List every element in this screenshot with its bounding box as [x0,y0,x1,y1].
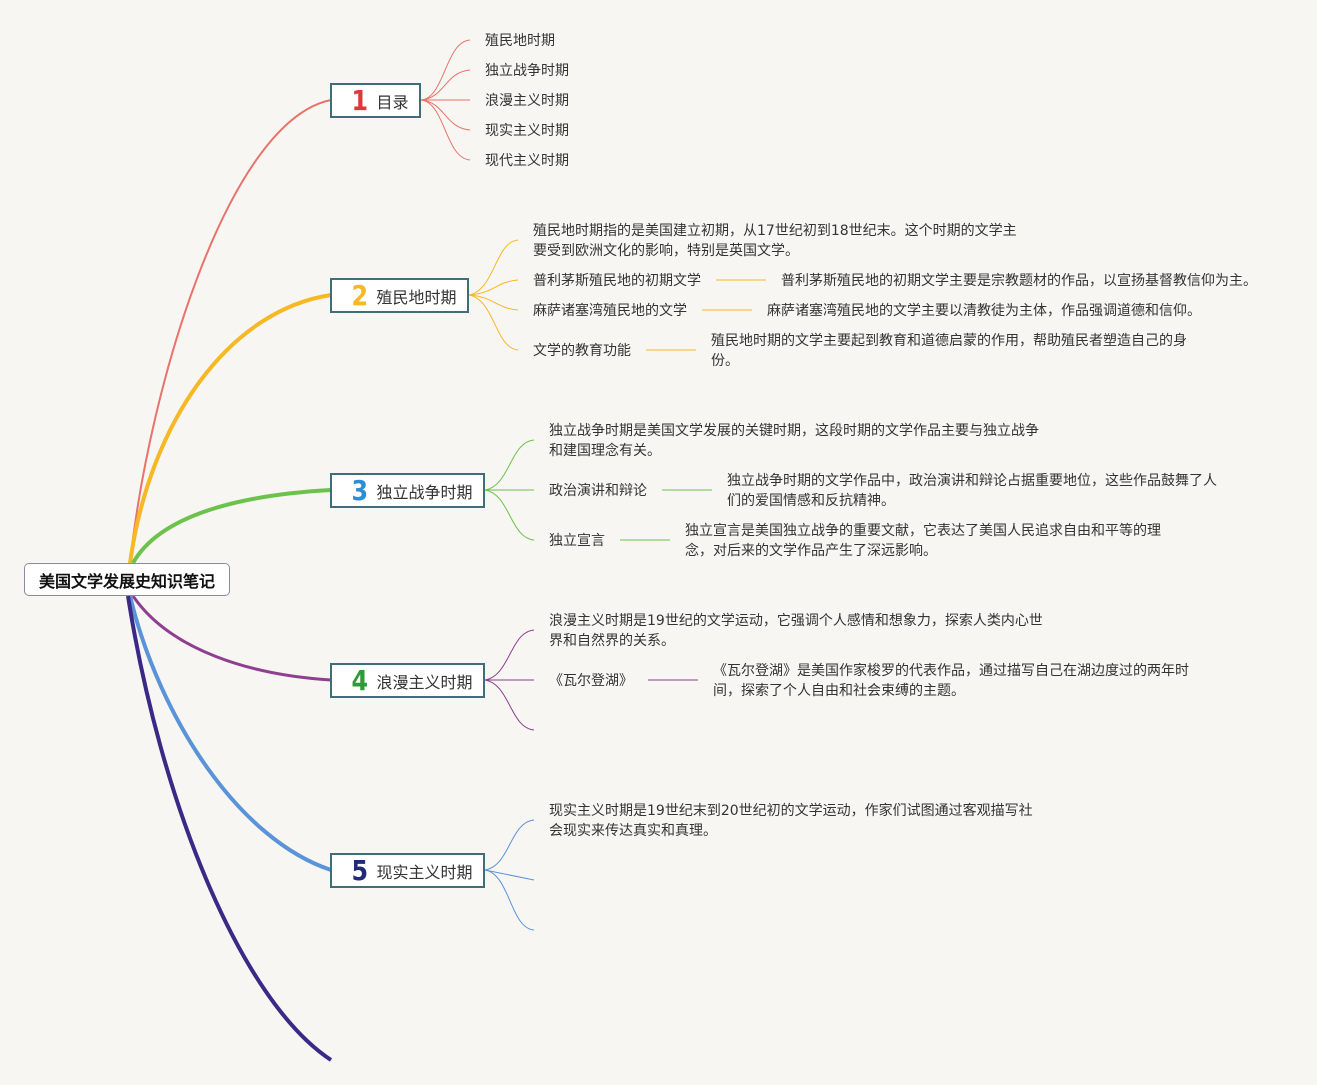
colonial-detail-plymouth[interactable]: 普利茅斯殖民地的初期文学主要是宗教题材的作品，以宣扬基督教信仰为主。 [781,273,1257,289]
connector-root-to-toc [129,99,332,564]
colonial-topic-education[interactable]: 文学的教育功能 [533,343,631,359]
revolution-topic-declaration[interactable]: 独立宣言 [549,533,605,549]
toc-item-revolution[interactable]: 独立战争时期 [485,63,569,79]
branch-label: 独立战争时期 [376,482,473,502]
toc-item-realism[interactable]: 现实主义时期 [485,123,569,139]
connector-root-to-realism [128,595,332,872]
branch-label: 目录 [376,92,409,112]
root-node[interactable]: 美国文学发展史知识笔记 [24,563,230,596]
revolution-detail-declaration[interactable]: 独立宣言是美国独立战争的重要文献，它表达了美国人民追求自由和平等的理念，对后来的… [685,523,1161,559]
revolution-leaf-connectors [484,439,712,541]
number-one-icon: 1 [351,83,369,117]
connector-root-to-revolution [131,488,332,564]
realism-leaf-connectors [484,819,535,931]
toc-leaf-connectors [420,39,471,161]
revolution-topic-speeches[interactable]: 政治演讲和辩论 [549,483,647,499]
number-five-icon: 5 [351,853,369,887]
toc-item-colonial[interactable]: 殖民地时期 [485,33,555,49]
realism-intro[interactable]: 现实主义时期是19世纪末到20世纪初的文学运动，作家们试图通过客观描写社会现实来… [549,803,1033,839]
colonial-topic-massachusetts[interactable]: 麻萨诸塞湾殖民地的文学 [533,303,687,319]
revolution-intro[interactable]: 独立战争时期是美国文学发展的关键时期，这段时期的文学作品主要与独立战争和建国理念… [549,423,1039,459]
number-three-icon: 3 [351,473,369,507]
colonial-leaf-connectors [468,239,766,351]
colonial-topic-plymouth[interactable]: 普利茅斯殖民地的初期文学 [533,273,701,289]
branch-label: 殖民地时期 [376,287,457,307]
toc-item-romantic[interactable]: 浪漫主义时期 [485,93,569,109]
branch-toc[interactable]: 1 目录 [330,83,421,118]
branch-revolution[interactable]: 3 独立战争时期 [330,473,485,508]
branch-colonial[interactable]: 2 殖民地时期 [330,278,469,313]
romantic-leaf-connectors [484,629,698,731]
branch-label: 浪漫主义时期 [376,672,473,692]
colonial-intro[interactable]: 殖民地时期指的是美国建立初期，从17世纪初到18世纪末。这个时期的文学主要受到欧… [533,223,1017,259]
connector-root-to-romantic [131,595,332,682]
toc-item-modernism[interactable]: 现代主义时期 [485,153,569,169]
branch-label: 现实主义时期 [376,862,473,882]
colonial-detail-massachusetts[interactable]: 麻萨诸塞湾殖民地的文学主要以清教徒为主体，作品强调道德和信仰。 [767,303,1201,319]
connector-root-to-colonial [128,293,332,564]
connector-root-to-modernism [126,595,333,1062]
number-four-icon: 4 [351,663,369,697]
colonial-detail-education[interactable]: 殖民地时期的文学主要起到教育和道德启蒙的作用，帮助殖民者塑造自己的身份。 [711,333,1187,369]
romantic-topic-walden[interactable]: 《瓦尔登湖》 [549,673,633,689]
branch-realism[interactable]: 5 现实主义时期 [330,853,485,888]
romantic-detail-walden[interactable]: 《瓦尔登湖》是美国作家梭罗的代表作品，通过描写自己在湖边度过的两年时间，探索了个… [713,663,1189,699]
branch-romantic[interactable]: 4 浪漫主义时期 [330,663,485,698]
revolution-detail-speeches[interactable]: 独立战争时期的文学作品中，政治演讲和辩论占据重要地位，这些作品鼓舞了人们的爱国情… [727,473,1217,509]
romantic-intro[interactable]: 浪漫主义时期是19世纪的文学运动，它强调个人感情和想象力，探索人类内心世界和自然… [549,613,1043,649]
number-two-icon: 2 [351,278,369,312]
